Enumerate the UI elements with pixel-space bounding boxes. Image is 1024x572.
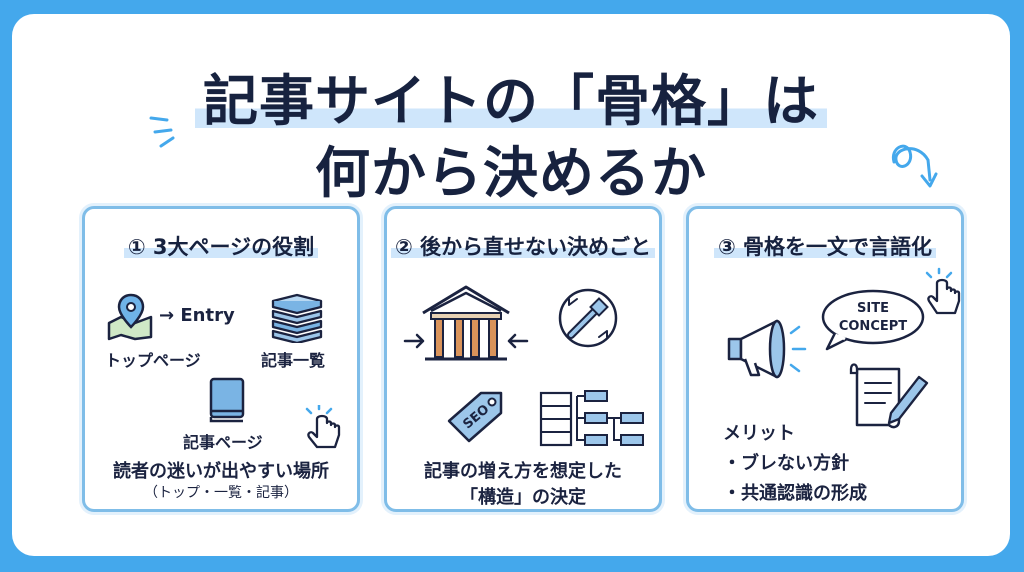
card2-caption-line2: 「構造」の決定	[460, 487, 586, 508]
top-page-label: トップページ	[105, 351, 201, 370]
pointing-hand-icon	[305, 405, 341, 449]
card-page-roles: ① 3大ページの役割 → Entry トップページ 記事一覧 記事ページ 読者の…	[82, 206, 360, 512]
card1-caption: 読者の迷いが出やすい場所	[113, 461, 329, 482]
curly-arrow-icon	[891, 144, 938, 188]
page-title-line2: 何から決めるか	[12, 128, 1010, 208]
title-text-1: 記事サイトの「骨格」は	[194, 69, 827, 133]
article-page-label: 記事ページ	[183, 433, 263, 452]
card2-title-text: ② 後から直せない決めごと	[390, 235, 656, 259]
card1-subcaption: （トップ・一覧・記事）	[144, 485, 298, 501]
speech-bubble-icon	[821, 289, 925, 351]
megaphone-icon	[727, 319, 807, 379]
article-list-label: 記事一覧	[261, 351, 326, 370]
bubble-text-line2: CONCEPT	[838, 319, 908, 334]
screw-icon	[558, 288, 618, 348]
canvas: 記事サイトの「骨格」は 何から決めるか ① 3大ページの役割 → Entry ト…	[12, 14, 1010, 556]
entry-label: → Entry	[159, 305, 235, 326]
card1-title-text: ① 3大ページの役割	[123, 235, 319, 259]
card2-title: ② 後から直せない決めごと	[387, 231, 659, 261]
scroll-with-pen-icon	[849, 363, 929, 429]
map-pin-icon	[107, 293, 153, 341]
card-one-sentence: ③ 骨格を一文で言語化 SITE CONCEPT メリット ・ブレない方針	[686, 206, 964, 512]
merit-item-1: ・ブレない方針	[723, 453, 849, 474]
pointing-hand-icon	[925, 267, 961, 315]
house-frame-icon	[403, 285, 529, 361]
book-icon	[209, 377, 245, 423]
card-fixed-decisions: ② 後から直せない決めごと SEO	[384, 206, 662, 512]
seo-tag-icon: SEO	[447, 391, 503, 443]
merit-title: メリット	[723, 423, 795, 444]
page-title-line1: 記事サイトの「骨格」は	[12, 56, 1010, 136]
title-text-2: 何から決めるか	[314, 141, 707, 205]
sparkle-lines-icon	[149, 116, 175, 148]
site-structure-icon	[539, 390, 644, 447]
card1-title: ① 3大ページの役割	[85, 231, 357, 261]
bubble-text-line1: SITE	[857, 301, 889, 316]
card3-title: ③ 骨格を一文で言語化	[689, 231, 961, 261]
card3-title-text: ③ 骨格を一文で言語化	[713, 235, 937, 259]
merit-item-2: ・共通認識の形成	[723, 483, 867, 504]
card2-caption-line1: 記事の増え方を想定した	[424, 461, 622, 482]
stack-of-books-icon	[271, 293, 323, 343]
